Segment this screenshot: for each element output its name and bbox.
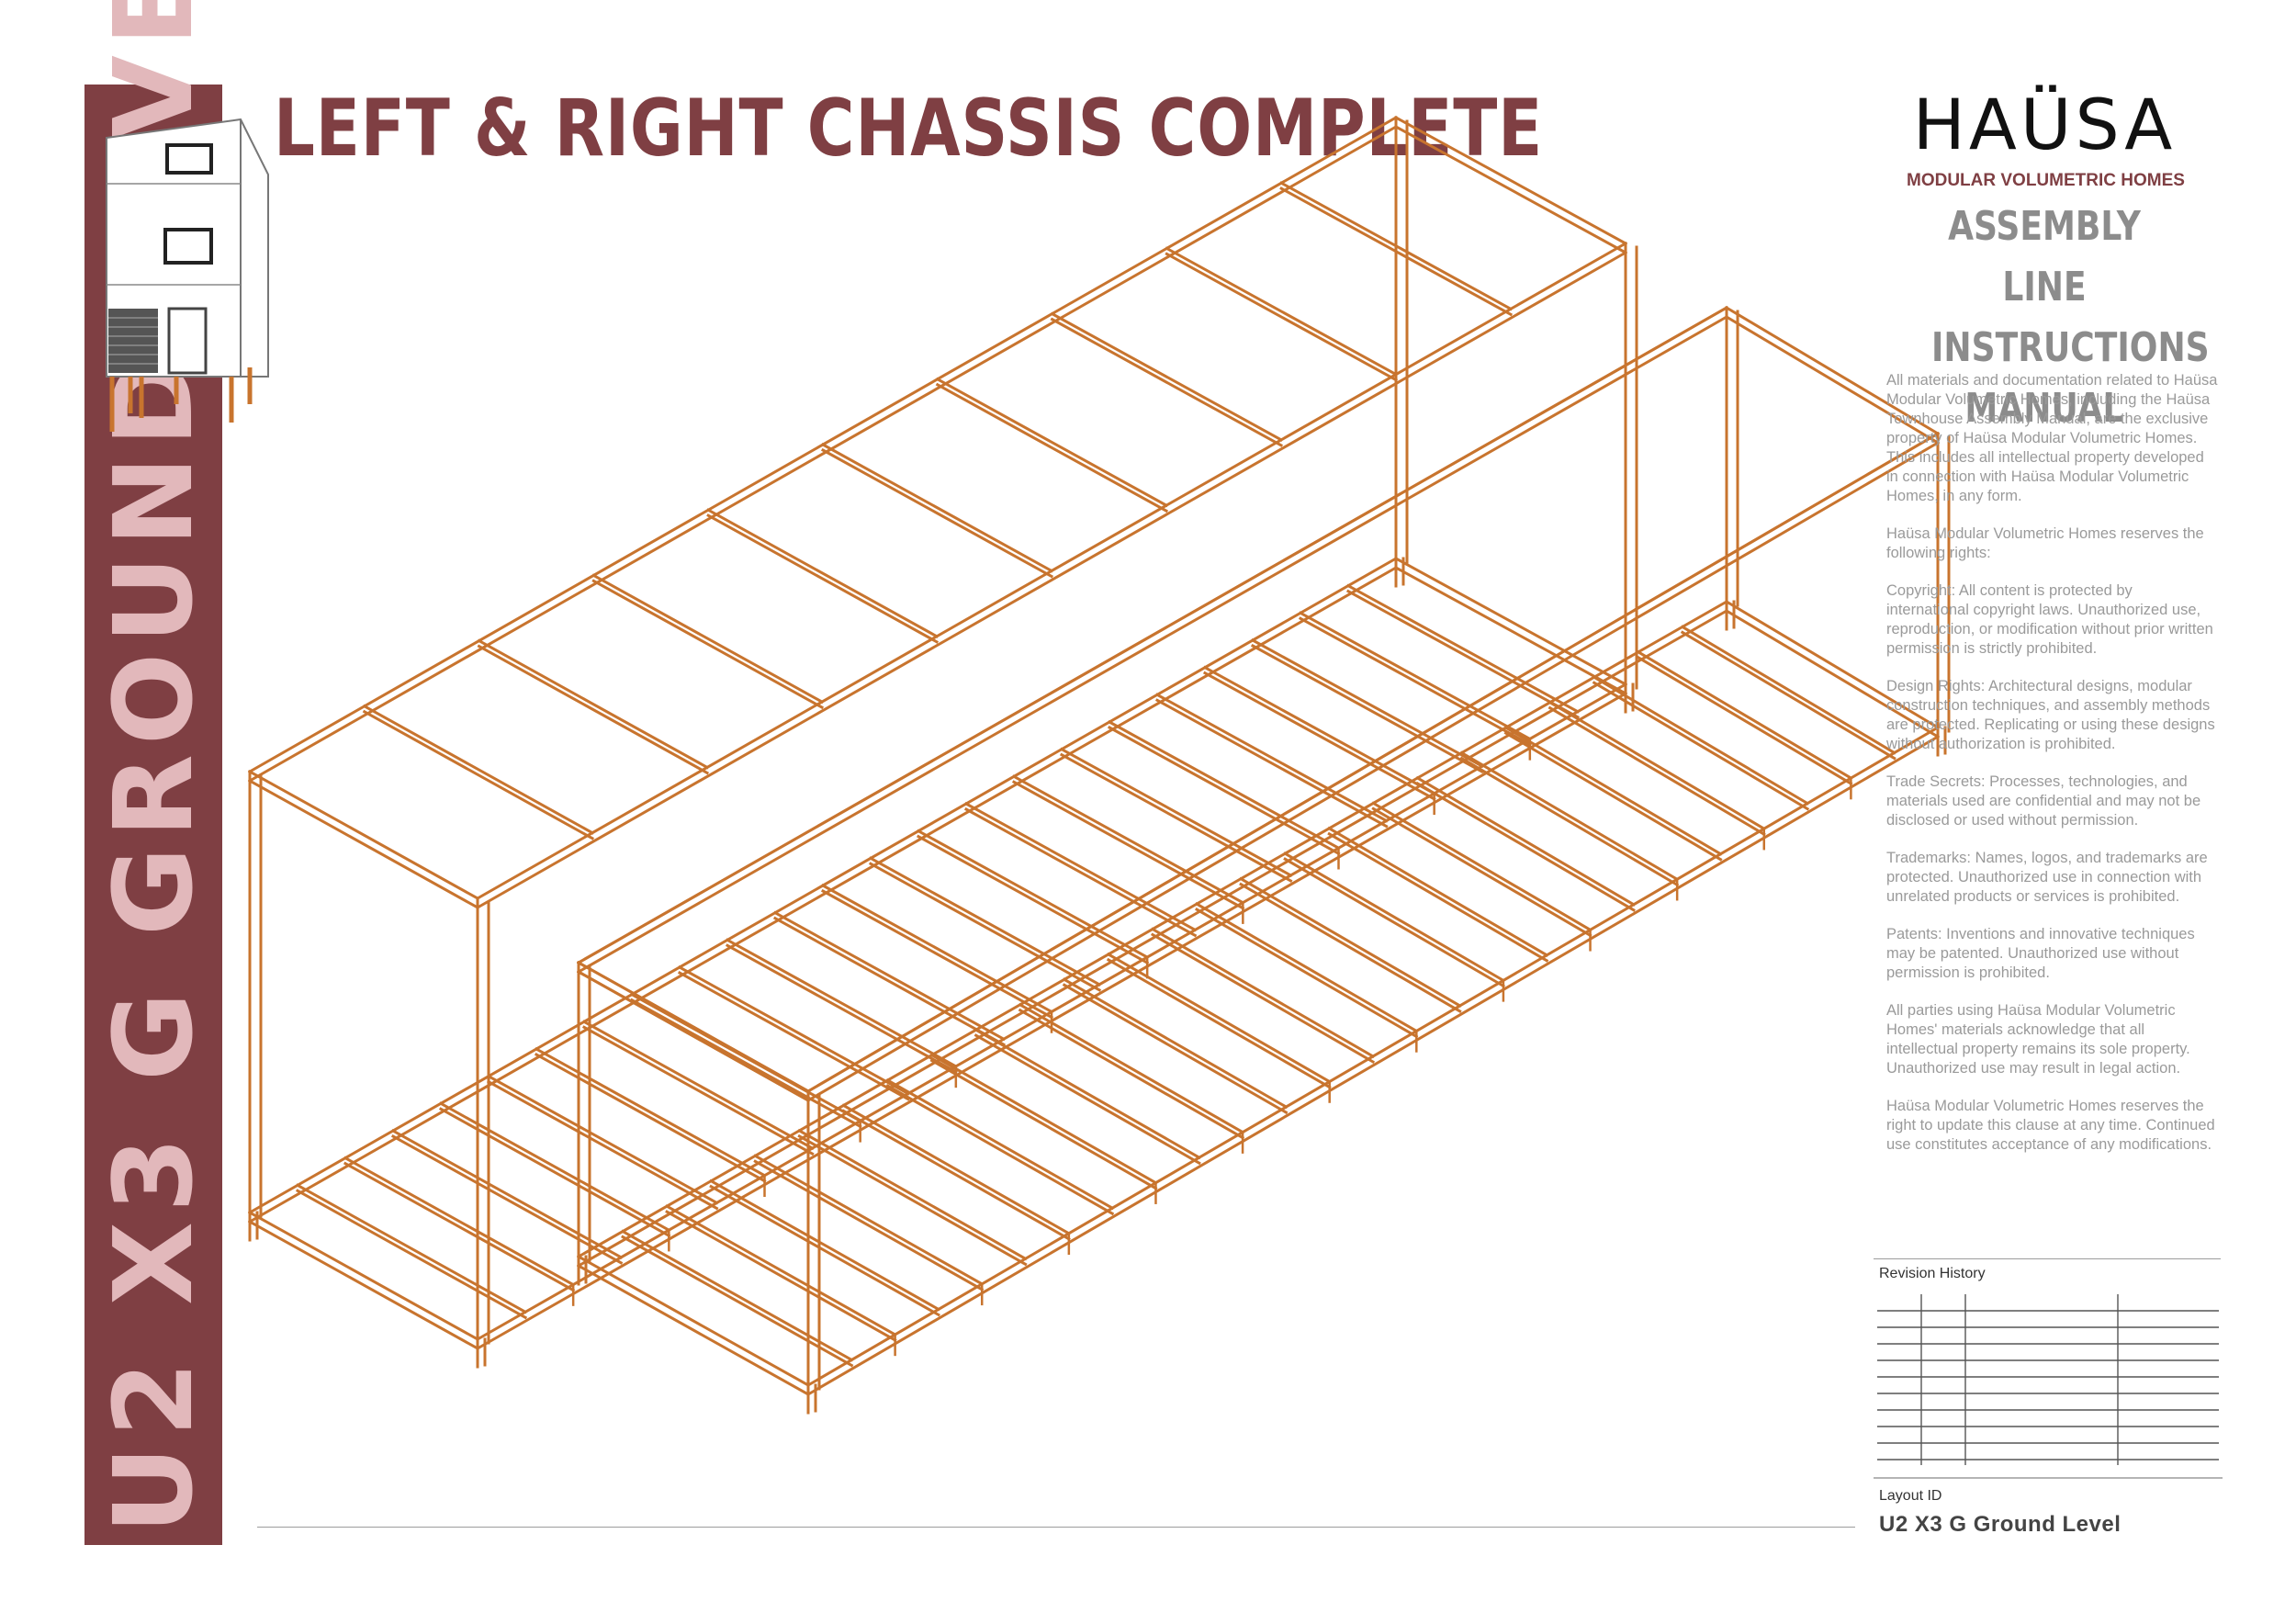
legal-paragraph: All parties using Haüsa Modular Volumetr…	[1886, 1002, 2190, 1077]
revision-divider	[1874, 1258, 2221, 1259]
brand-name: HAÜSA	[1912, 84, 2177, 165]
revision-label: Revision History	[1879, 1266, 1986, 1281]
legal-paragraph: Trade Secrets: Processes, technologies, …	[1886, 773, 2201, 829]
manual-title: ASSEMBLY LINE INSTRUCTIONS MANUAL	[1931, 197, 2210, 439]
manual-line-1: ASSEMBLY LINE	[1948, 203, 2141, 310]
brand-tagline: MODULAR VOLUMETRIC HOMES	[1907, 171, 2185, 190]
building-thumbnail	[106, 118, 269, 432]
legal-paragraph: Patents: Inventions and innovative techn…	[1886, 926, 2195, 981]
legal-paragraph: Copyright: All content is protected by i…	[1886, 582, 2213, 657]
layout-id-label: Layout ID	[1879, 1488, 1942, 1504]
brand-logo: HAÜSA MODULAR VOLUMETRIC HOMES	[1907, 84, 2185, 191]
page-title: LEFT & RIGHT CHASSIS COMPLETE	[274, 83, 1544, 175]
legal-paragraph: Design Rights: Architectural designs, mo…	[1886, 678, 2215, 752]
legal-paragraph: Haüsa Modular Volumetric Homes reserves …	[1886, 1098, 2215, 1153]
manual-line-2: INSTRUCTIONS	[1931, 324, 2210, 371]
revision-table	[1874, 1294, 2223, 1479]
legal-paragraph: Trademarks: Names, logos, and trademarks…	[1886, 850, 2208, 905]
legal-notice: All materials and documentation related …	[1886, 371, 2219, 1173]
legal-paragraph: All materials and documentation related …	[1886, 372, 2218, 504]
layout-id-value: U2 X3 G Ground Level	[1879, 1512, 2122, 1537]
manual-line-3: MANUAL	[1964, 385, 2124, 432]
bottom-rule	[257, 1527, 1855, 1528]
legal-paragraph: Haüsa Modular Volumetric Homes reserves …	[1886, 525, 2204, 561]
